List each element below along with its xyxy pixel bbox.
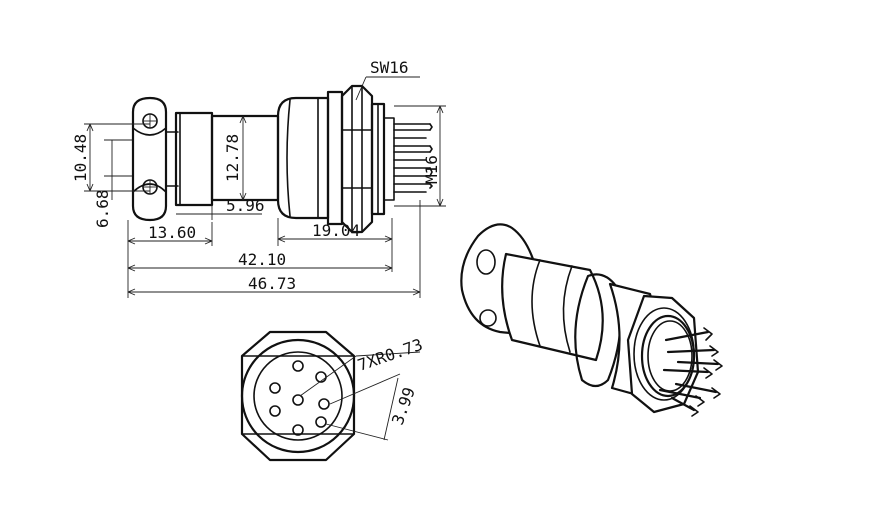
dim-13-60-label: 13.60 <box>148 223 196 242</box>
dim-3-99-label: 3.99 <box>388 385 419 428</box>
front-dimension-lines <box>299 351 421 441</box>
dim-sw16-label: SW16 <box>370 58 409 77</box>
dim-10-48-label: 10.48 <box>71 134 90 182</box>
dim-42-10-label: 42.10 <box>238 250 286 269</box>
side-pins <box>383 117 433 201</box>
side-knurled-nut <box>276 90 344 226</box>
dim-m16-label: M16 <box>422 155 441 184</box>
side-view: SW16 M16 10.48 6.68 12.78 5.96 13.60 19.… <box>71 58 446 298</box>
dim-12-78-label: 12.78 <box>223 134 242 182</box>
side-flange <box>131 96 179 222</box>
front-hex-outline <box>240 330 356 462</box>
front-pin-holes <box>269 360 330 436</box>
front-view: 7XR0.73 3.99 <box>240 330 425 462</box>
side-dimension-lines <box>84 76 446 298</box>
iso-hex-nut <box>626 294 700 414</box>
dim-7xr0-73-label: 7XR0.73 <box>355 335 425 375</box>
dim-19-04-label: 19.04 <box>312 221 360 240</box>
dim-6-68-label: 6.68 <box>93 189 112 228</box>
side-hex-nut <box>340 84 386 234</box>
dim-5-96-label: 5.96 <box>226 196 265 215</box>
isometric-view <box>460 223 723 417</box>
iso-barrel <box>501 252 604 362</box>
dim-46-73-label: 46.73 <box>248 274 296 293</box>
iso-pins <box>658 327 723 417</box>
